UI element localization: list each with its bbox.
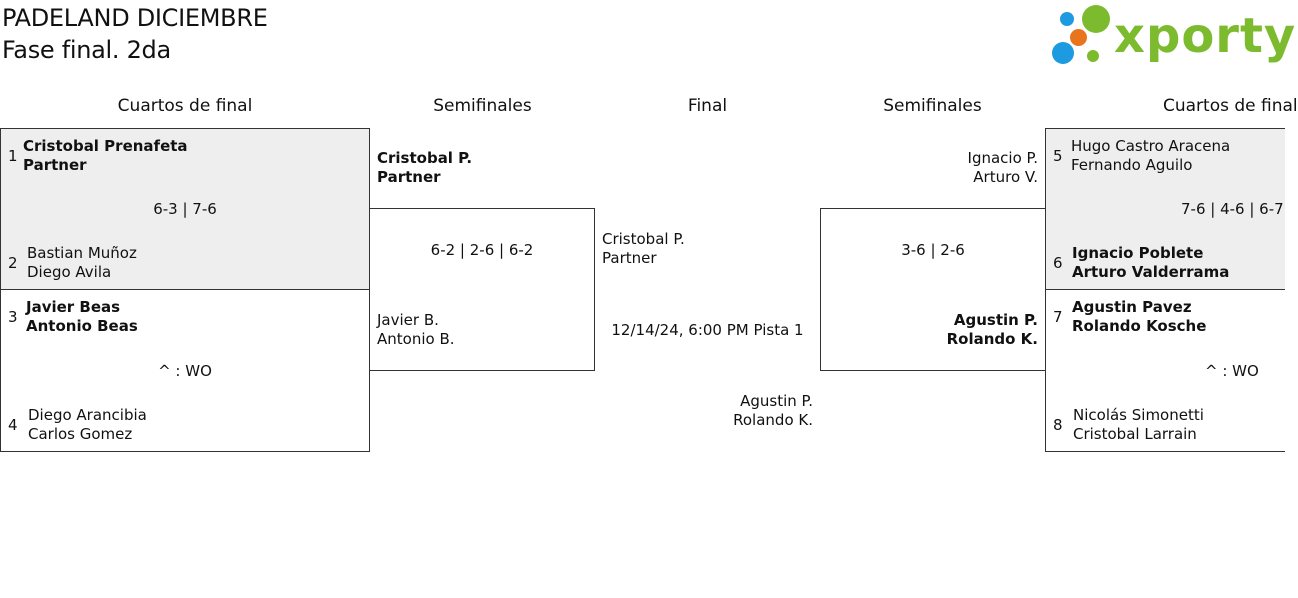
seed-number: 7 [1053, 308, 1063, 326]
logo-dot-blue [1060, 12, 1074, 26]
round-header-left-semis: Semifinales [433, 96, 532, 116]
tournament-title: PADELAND DICIEMBRE [2, 4, 268, 32]
seed-number: 3 [8, 308, 18, 326]
round-header-final: Final [687, 96, 728, 116]
match-score: 7-6 | 4-6 | 6-7 [1181, 200, 1284, 218]
match-card-qf2[interactable]: 3 Javier Beas Antonio Beas ^ : WO 4 Dieg… [0, 289, 370, 452]
logo-dot-green-small [1087, 50, 1099, 62]
logo-dot-blue-large [1052, 42, 1074, 64]
seed-number: 4 [8, 416, 18, 434]
team-name: Nicolás Simonetti Cristobal Larrain [1073, 406, 1204, 443]
team-name: Diego Arancibia Carlos Gomez [28, 406, 147, 443]
team-name: Javier B. Antonio B. [377, 311, 455, 348]
team-name: Bastian Muñoz Diego Avila [27, 244, 137, 281]
match-card-qf3[interactable]: 5 Hugo Castro Aracena Fernando Aguilo 7-… [1045, 128, 1285, 290]
match-score: ^ : WO [1205, 362, 1259, 380]
seed-number: 5 [1053, 147, 1063, 165]
round-header-right-semis: Semifinales [883, 96, 982, 116]
match-score: 3-6 | 2-6 [901, 241, 965, 259]
logo-text: xporty [1114, 8, 1297, 64]
xporty-logo: xporty [1052, 4, 1295, 68]
team-name: Cristobal Prenafeta Partner [23, 137, 188, 174]
seed-number: 8 [1053, 416, 1063, 434]
team-name: Agustin Pavez Rolando Kosche [1072, 298, 1207, 335]
seed-number: 6 [1053, 254, 1063, 272]
match-card-qf4[interactable]: 7 Agustin Pavez Rolando Kosche ^ : WO 8 … [1045, 289, 1285, 452]
match-score: ^ : WO [158, 362, 212, 380]
logo-dot-orange [1070, 29, 1087, 46]
match-card-sf-left[interactable]: 6-2 | 2-6 | 6-2 Javier B. Antonio B. [369, 208, 595, 371]
phase-subtitle: Fase final. 2da [2, 36, 171, 64]
team-name: Cristobal P. Partner [602, 230, 685, 267]
round-header-right-quarters: Cuartos de final [1163, 96, 1298, 116]
seed-number: 2 [8, 254, 18, 272]
match-score: 6-3 | 7-6 [153, 200, 217, 218]
team-name: Ignacio P. Arturo V. [967, 149, 1038, 186]
logo-dot-green [1082, 5, 1110, 33]
seed-number: 1 [8, 147, 18, 165]
match-card-qf1[interactable]: 1 Cristobal Prenafeta Partner 6-3 | 7-6 … [0, 128, 370, 290]
match-score: 6-2 | 2-6 | 6-2 [430, 241, 534, 259]
team-name: Agustin P. Rolando K. [946, 311, 1038, 348]
team-name: Cristobal P. Partner [377, 149, 473, 186]
team-name: Javier Beas Antonio Beas [26, 298, 138, 335]
team-name: Hugo Castro Aracena Fernando Aguilo [1071, 137, 1231, 174]
match-card-sf-right[interactable]: 3-6 | 2-6 Agustin P. Rolando K. [820, 208, 1046, 371]
team-name: Agustin P. Rolando K. [733, 392, 813, 429]
round-header-left-quarters: Cuartos de final [117, 96, 253, 116]
team-name: Ignacio Poblete Arturo Valderrama [1072, 244, 1230, 281]
match-schedule: 12/14/24, 6:00 PM Pista 1 [611, 321, 804, 339]
